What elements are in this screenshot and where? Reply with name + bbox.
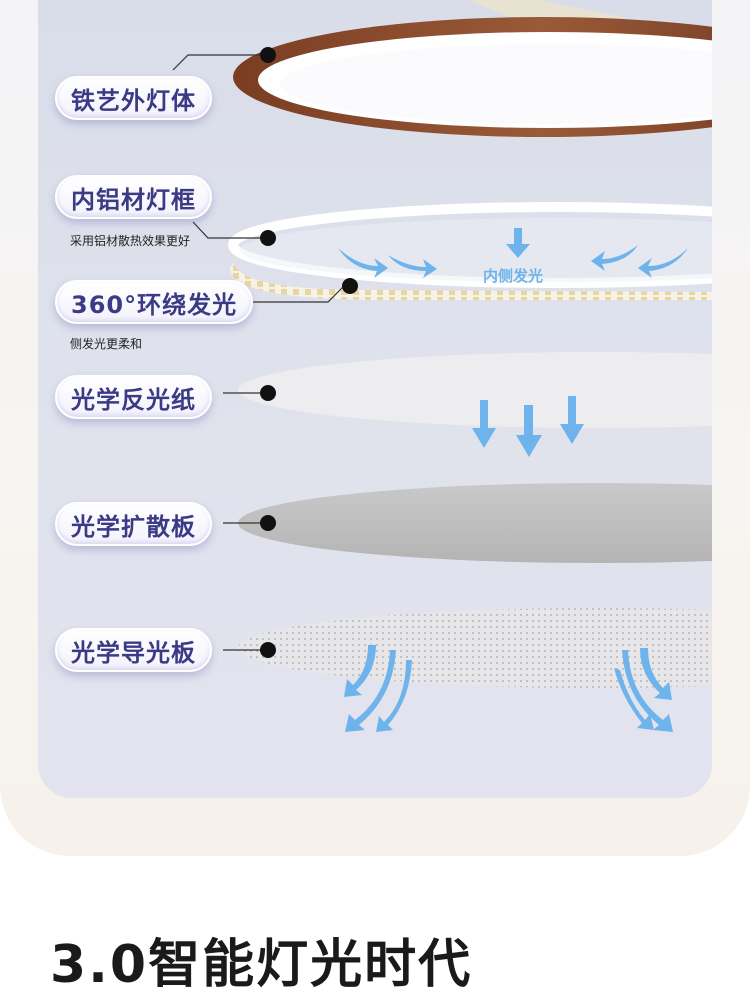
- label-reflective-paper: 光学反光纸: [55, 375, 212, 419]
- inner-glow-arrows: [338, 228, 688, 278]
- light-guide-plate-shape: [238, 608, 712, 688]
- leader-dots: [260, 47, 358, 658]
- note-aluminum-frame: 采用铝材散热效果更好: [70, 234, 191, 248]
- down-arrows: [472, 396, 584, 457]
- diffuser-plate-shape: [238, 483, 712, 563]
- aluminum-frame-shape: [228, 202, 712, 288]
- inner-glow-label: 内侧发光: [483, 267, 544, 285]
- reflective-paper-shape: [238, 352, 712, 428]
- note-360-glow: 侧发光更柔和: [70, 337, 143, 351]
- label-aluminum-frame: 内铝材灯框: [55, 175, 212, 219]
- exploded-view-panel: 内侧发光: [38, 0, 712, 798]
- label-outer-lamp-body: 铁艺外灯体: [55, 76, 212, 120]
- label-diffuser-plate: 光学扩散板: [55, 502, 212, 546]
- label-light-guide-plate: 光学导光板: [55, 628, 212, 672]
- lamp-layers-illustration: [172, 0, 712, 732]
- side-emission-arrows: [344, 645, 673, 732]
- label-360-glow: 360°环绕发光: [55, 280, 254, 324]
- leader-lines: [172, 54, 344, 651]
- ceiling-mount: [468, 0, 628, 20]
